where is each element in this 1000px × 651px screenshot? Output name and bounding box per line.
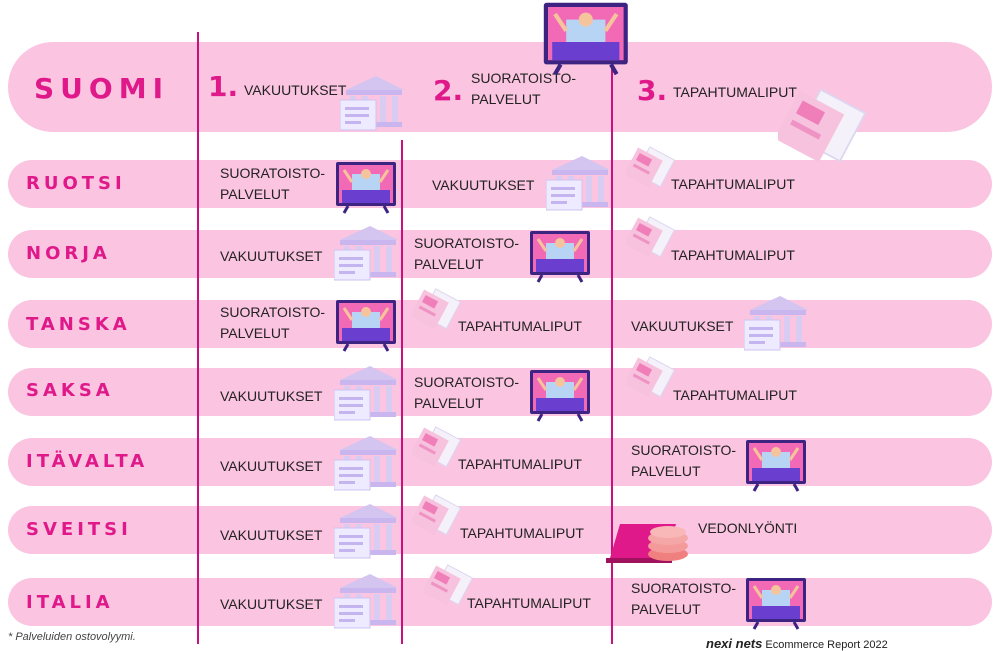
bank-icon	[333, 570, 398, 635]
cell-service: VAKUUTUKSET	[631, 318, 734, 334]
rank-number: 3.	[637, 74, 668, 107]
tv-icon	[744, 576, 808, 637]
cell-service: TAPAHTUMALIPUT	[673, 84, 797, 100]
cell-service: VAKUUTUKSET	[220, 388, 323, 404]
row-saksa-bg	[8, 368, 992, 416]
cell-service: VAKUUTUKSET	[432, 177, 535, 193]
rank-number: 2.	[433, 74, 464, 107]
tv-icon	[334, 160, 398, 221]
cell-service: TAPAHTUMALIPUT	[467, 595, 591, 611]
betting-icon	[606, 514, 694, 571]
cell-service: TAPAHTUMALIPUT	[458, 318, 582, 334]
country-label: SUOMI	[34, 72, 169, 105]
tv-icon	[528, 229, 592, 290]
cell-service: VAKUUTUKSET	[220, 458, 323, 474]
ticket-icon	[410, 494, 462, 543]
country-label: NORJA	[26, 243, 111, 264]
cell-service: SUORATOISTO- PALVELUT	[414, 374, 520, 411]
rank-number: 1.	[208, 70, 239, 103]
brand-footer: nexi nets Ecommerce Report 2022	[706, 636, 888, 651]
footnote: * Palveluiden ostovolyymi.	[8, 631, 136, 643]
ticket-icon	[410, 288, 462, 337]
ticket-icon	[422, 564, 474, 613]
cell-service: SUORATOISTO- PALVELUT	[631, 580, 737, 617]
cell-service: SUORATOISTO- PALVELUT	[631, 442, 737, 479]
tv-icon	[744, 438, 808, 499]
row-sveitsi-bg	[8, 506, 992, 554]
cell-service: SUORATOISTO- PALVELUT	[471, 70, 577, 107]
bank-icon	[333, 362, 398, 427]
country-label: ITALIA	[26, 592, 114, 613]
cell-service: VAKUUTUKSET	[220, 527, 323, 543]
cell-service: TAPAHTUMALIPUT	[460, 525, 584, 541]
cell-service: VAKUUTUKSET	[220, 596, 323, 612]
tv-icon	[528, 368, 592, 429]
cell-service: TAPAHTUMALIPUT	[671, 247, 795, 263]
bank-icon	[339, 72, 404, 137]
country-label: SVEITSI	[26, 519, 132, 540]
country-label: TANSKA	[26, 314, 131, 335]
row-italia-bg	[8, 578, 992, 626]
tv-icon	[541, 0, 631, 85]
ticket-icon	[624, 356, 676, 405]
brand-logo: nexi nets	[706, 636, 763, 651]
row-itavalta-bg	[8, 438, 992, 486]
bank-icon	[743, 292, 808, 357]
cell-service: VAKUUTUKSET	[244, 82, 347, 98]
divider-line	[197, 32, 199, 644]
country-label: SAKSA	[26, 380, 114, 401]
cell-service: TAPAHTUMALIPUT	[458, 456, 582, 472]
cell-service: TAPAHTUMALIPUT	[671, 176, 795, 192]
ticket-icon	[774, 88, 868, 176]
bank-icon	[545, 152, 610, 217]
cell-service: SUORATOISTO- PALVELUT	[414, 235, 520, 272]
ticket-icon	[624, 146, 676, 195]
cell-service: VEDONLYÖNTI	[698, 520, 798, 536]
row-norja-bg	[8, 230, 992, 278]
brand-text: Ecommerce Report 2022	[765, 639, 888, 651]
row-tanska-bg	[8, 300, 992, 348]
country-label: ITÄVALTA	[26, 451, 149, 472]
row-ruotsi-bg	[8, 160, 992, 208]
tv-icon	[334, 298, 398, 359]
bank-icon	[333, 432, 398, 497]
cell-service: TAPAHTUMALIPUT	[673, 387, 797, 403]
ticket-icon	[410, 426, 462, 475]
divider-line	[611, 32, 613, 644]
country-label: RUOTSI	[26, 173, 126, 194]
bank-icon	[333, 500, 398, 565]
cell-service: SUORATOISTO- PALVELUT	[220, 165, 326, 202]
bank-icon	[333, 222, 398, 287]
cell-service: VAKUUTUKSET	[220, 248, 323, 264]
ticket-icon	[624, 216, 676, 265]
divider-line	[401, 140, 403, 644]
cell-service: SUORATOISTO- PALVELUT	[220, 304, 326, 341]
